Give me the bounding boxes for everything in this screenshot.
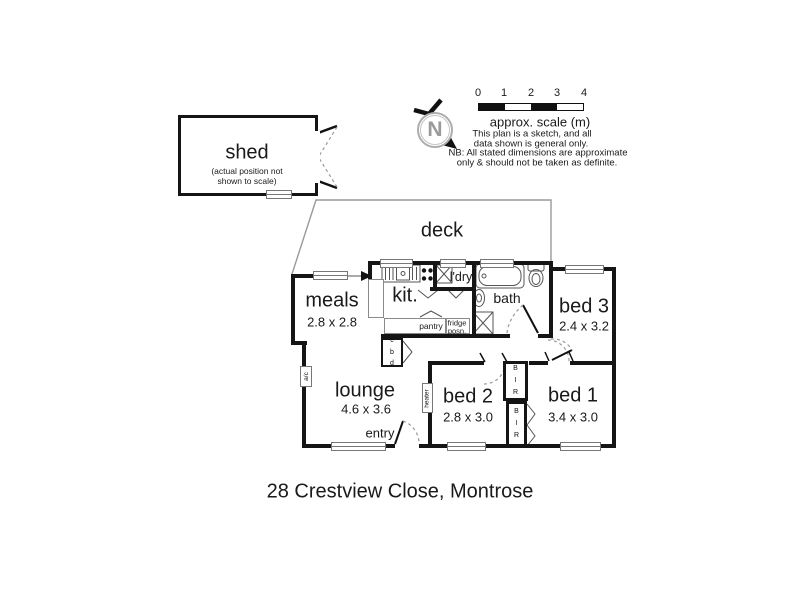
wall bbox=[433, 261, 437, 287]
wall bbox=[601, 444, 616, 448]
wall bbox=[291, 274, 313, 278]
wall bbox=[472, 261, 476, 338]
sketch-note-line1: This plan is a sketch, and all bbox=[472, 128, 592, 140]
scale-bar-segment bbox=[531, 104, 557, 110]
wall bbox=[368, 261, 380, 265]
window bbox=[331, 442, 386, 451]
nb-note-line2: only & should not be taken as definite. bbox=[456, 157, 618, 169]
laundry-label: l'dry bbox=[449, 270, 473, 284]
shed-note-line2: shown to scale) bbox=[217, 176, 277, 186]
sketch-note-line2: data shown is general only. bbox=[473, 138, 589, 150]
bed2-dims: 2.8 x 3.0 bbox=[443, 409, 493, 425]
meals-label: meals bbox=[305, 289, 359, 312]
bir-box-bed1 bbox=[506, 401, 527, 447]
bed3-label: bed 3 bbox=[558, 295, 610, 318]
wall bbox=[549, 267, 553, 337]
shed-door-gap bbox=[312, 131, 320, 183]
wall bbox=[529, 361, 548, 365]
wall bbox=[570, 361, 616, 365]
fridge-space bbox=[446, 318, 470, 334]
scale-tick-4: 4 bbox=[580, 87, 588, 99]
bir-letters-bed1: B I R bbox=[513, 408, 520, 439]
north-compass-icon: N bbox=[417, 112, 453, 148]
wall bbox=[430, 287, 474, 291]
window bbox=[380, 259, 413, 268]
bed1-dims: 3.4 x 3.0 bbox=[548, 409, 598, 425]
wall bbox=[381, 334, 510, 338]
scale-bar bbox=[478, 103, 584, 111]
window bbox=[480, 259, 514, 268]
wall bbox=[604, 267, 616, 271]
bed2-label: bed 2 bbox=[442, 385, 494, 408]
wall bbox=[413, 261, 440, 265]
wall bbox=[368, 261, 372, 280]
wall bbox=[612, 267, 616, 448]
lounge-label: lounge bbox=[334, 379, 396, 402]
window bbox=[266, 190, 292, 199]
scale-caption: approx. scale (m) bbox=[489, 114, 591, 130]
kitchen-label: kit. bbox=[392, 284, 418, 307]
fridge-label-line1: fridge bbox=[447, 318, 467, 328]
bed1-label: bed 1 bbox=[547, 384, 599, 407]
wall bbox=[514, 261, 553, 265]
bir-box-hall bbox=[503, 361, 528, 401]
shed-note-line1: (actual position not bbox=[211, 166, 283, 176]
meals-door-arrow bbox=[361, 271, 372, 281]
cupboard-box bbox=[381, 338, 403, 367]
window bbox=[447, 442, 486, 451]
fridge-label-line2: posn. bbox=[447, 326, 467, 336]
wall bbox=[291, 274, 295, 345]
window bbox=[313, 271, 348, 280]
bir-letters-hall: B I R bbox=[512, 365, 519, 396]
stove-icon bbox=[421, 268, 433, 281]
nb-note-line1: NB: All stated dimensions are approximat… bbox=[448, 147, 628, 159]
wall bbox=[538, 334, 553, 338]
wall bbox=[386, 444, 395, 448]
window bbox=[565, 265, 604, 274]
wall bbox=[549, 267, 565, 271]
wall bbox=[302, 341, 306, 448]
ac-unit: a/c bbox=[300, 366, 312, 387]
wall bbox=[549, 261, 553, 271]
compass-north-letter: N bbox=[427, 118, 443, 141]
toilet-icon bbox=[527, 262, 545, 287]
meals-dims: 2.8 x 2.8 bbox=[307, 314, 357, 330]
scale-tick-0: 0 bbox=[474, 87, 482, 99]
lounge-dims: 4.6 x 3.6 bbox=[341, 401, 391, 417]
wall bbox=[302, 444, 331, 448]
kitchen-counter bbox=[368, 279, 384, 318]
page-title: 28 Crestview Close, Montrose bbox=[266, 480, 534, 503]
entry-label: entry bbox=[365, 425, 395, 441]
cupboard-letters: c b d bbox=[390, 336, 394, 368]
heater-unit: heater bbox=[422, 383, 433, 413]
scale-bar-segment bbox=[479, 104, 505, 110]
deck-outline bbox=[291, 199, 552, 275]
deck-label: deck bbox=[420, 219, 464, 242]
scale-tick-2: 2 bbox=[527, 87, 535, 99]
pantry-label: pantry bbox=[419, 321, 443, 331]
bath-label: bath bbox=[493, 290, 521, 306]
wall bbox=[428, 361, 484, 365]
wall bbox=[419, 444, 447, 448]
scale-tick-1: 1 bbox=[500, 87, 508, 99]
shed-label: shed bbox=[225, 141, 269, 164]
wall bbox=[291, 341, 307, 345]
window bbox=[560, 442, 601, 451]
shower-icon bbox=[472, 311, 494, 335]
kitchen-bench bbox=[384, 318, 446, 334]
window bbox=[440, 259, 466, 268]
bed3-dims: 2.4 x 3.2 bbox=[559, 318, 609, 334]
scale-tick-3: 3 bbox=[553, 87, 561, 99]
